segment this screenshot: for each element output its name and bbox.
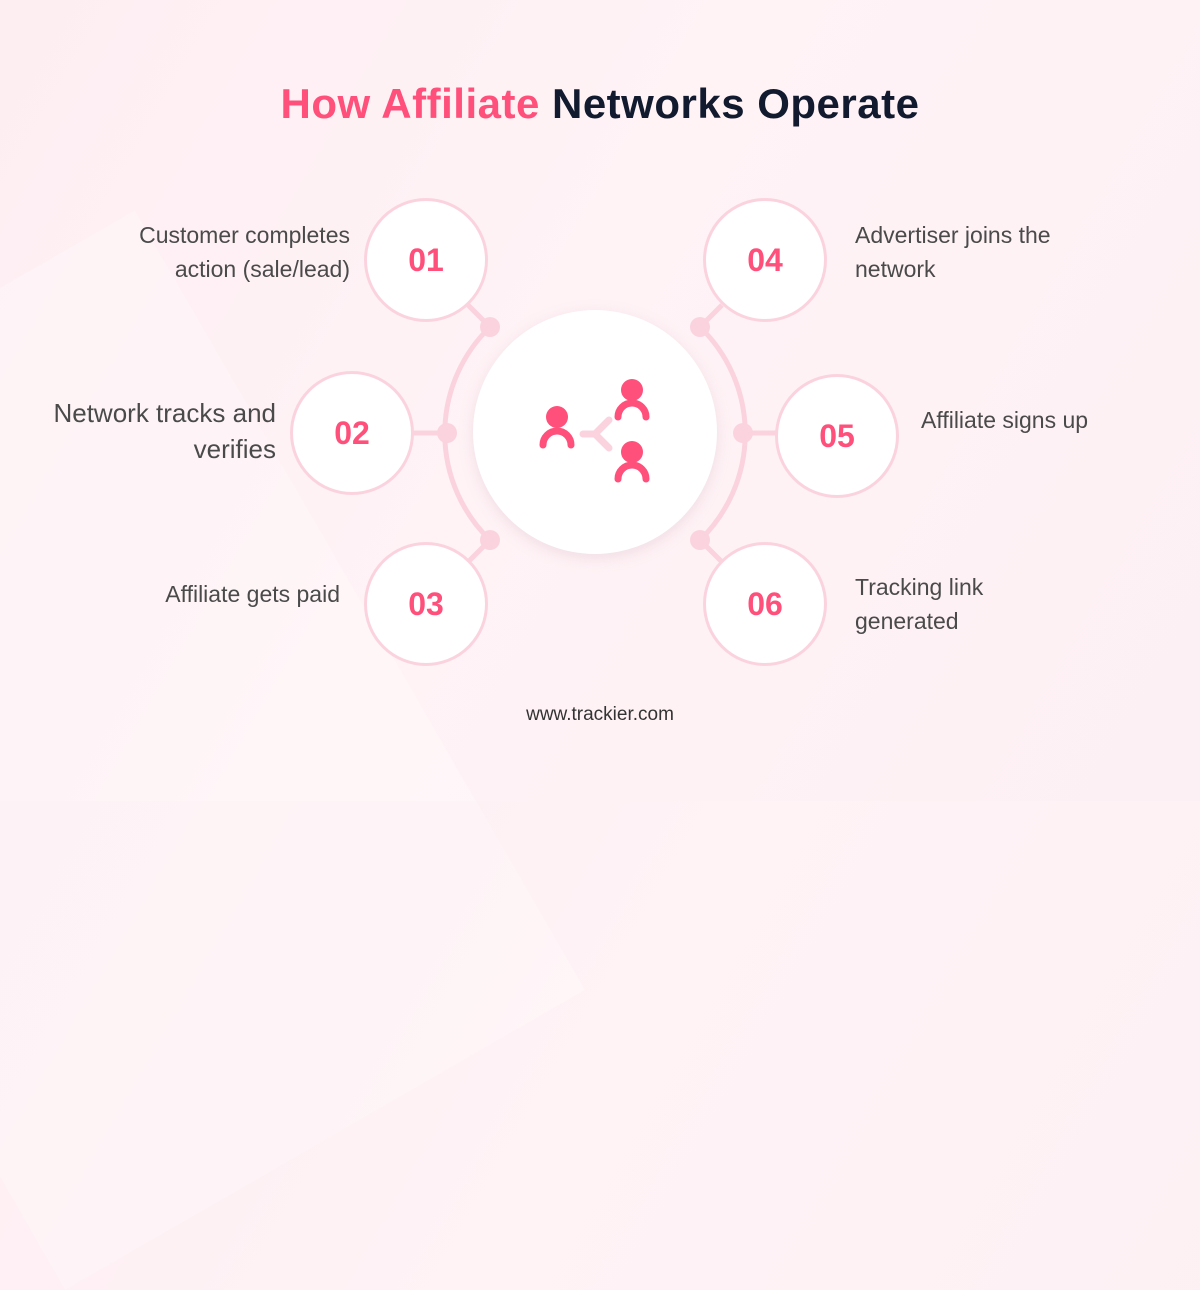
step-06-label: Tracking link generated	[855, 574, 984, 634]
step-05-circle: 05	[775, 374, 899, 498]
step-02-circle: 02	[290, 371, 414, 495]
network-hub	[473, 310, 717, 554]
step-01-circle: 01	[364, 198, 488, 322]
connector-dot	[690, 317, 710, 337]
step-03-circle: 03	[364, 542, 488, 666]
step-02-label: Network tracks and verifies	[53, 398, 276, 464]
title-rest: Networks Operate	[551, 80, 920, 127]
connector-dot	[733, 423, 753, 443]
step-04-circle: 04	[703, 198, 827, 322]
connector-dot	[437, 423, 457, 443]
affiliate-network-icon	[539, 379, 650, 483]
page-title: How Affiliate Networks Operate	[0, 80, 1200, 128]
step-03-label: Affiliate gets paid	[165, 581, 340, 607]
step-01-label: Customer completes action (sale/lead)	[139, 222, 350, 282]
step-05-label: Affiliate signs up	[921, 407, 1089, 433]
connector-arcs	[412, 303, 778, 564]
title-highlight: How Affiliate	[280, 80, 540, 127]
connector-dot	[690, 530, 710, 550]
connector-dot	[480, 530, 500, 550]
step-06-circle: 06	[703, 542, 827, 666]
footer-url: www.trackier.com	[526, 704, 674, 725]
connector-dot	[480, 317, 500, 337]
step-04-label: Advertiser joins the network	[855, 222, 1051, 282]
